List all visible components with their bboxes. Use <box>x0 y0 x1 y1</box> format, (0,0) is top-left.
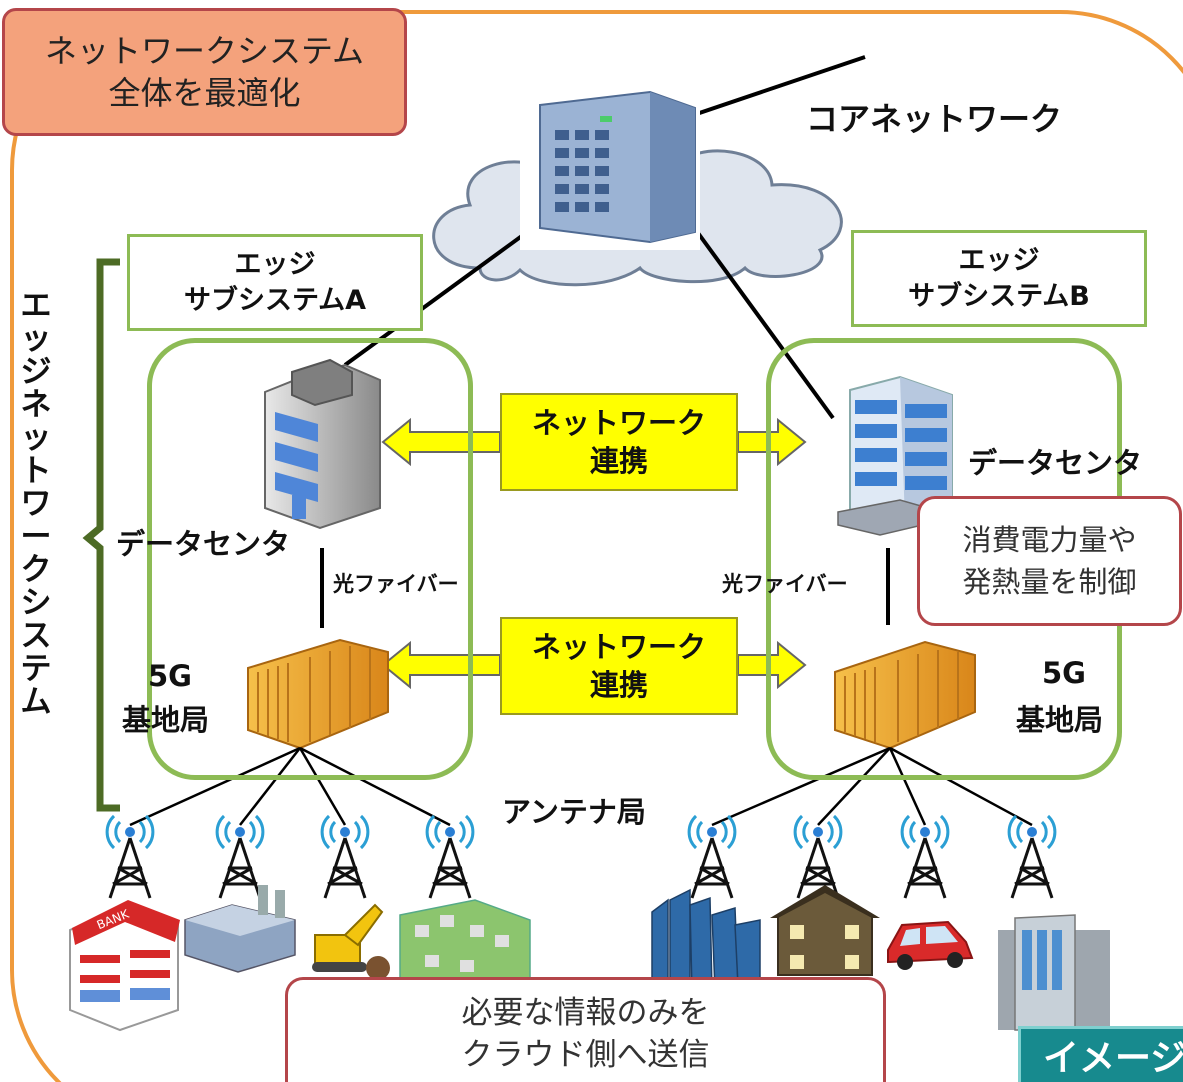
base-station-left-line1: 5G <box>148 659 192 693</box>
outer-frame <box>10 10 1183 1082</box>
datacenter-building-icon-right <box>837 375 953 536</box>
core-server-icon <box>520 90 700 250</box>
antenna-icon <box>687 814 737 899</box>
send-note-line1: 必要な情報のみを <box>461 995 710 1031</box>
power-note-line1: 消費電力量や <box>962 523 1137 557</box>
core-network-label: コアネットワーク <box>806 100 1063 138</box>
antenna-station-label: アンテナ局 <box>502 795 646 829</box>
antenna-icon <box>900 814 950 899</box>
optimization-note-line2: 全体を最適化 <box>108 74 301 112</box>
optimization-note: ネットワークシステム 全体を最適化 <box>2 8 407 136</box>
datacenter-label-left: データセンタ <box>116 527 291 561</box>
bank-icon: BANK <box>69 900 180 1032</box>
house-icon <box>770 885 880 976</box>
send-note-line2: クラウド側へ送信 <box>461 1037 710 1073</box>
antenna-icon <box>320 814 370 899</box>
edge-subsystem-a-box: エッジ サブシステムA <box>127 234 423 331</box>
edge-bracket <box>82 258 120 812</box>
container-icon-right <box>834 640 976 750</box>
antenna-icon <box>105 814 155 899</box>
power-control-note: 消費電力量や 発熱量を制御 <box>917 496 1182 626</box>
datacenter-building-icon-left <box>264 358 381 530</box>
edge-subsystem-a-line2: サブシステムA <box>183 284 367 316</box>
network-link-box-top: ネットワーク 連携 <box>500 393 738 491</box>
edge-subsystem-b-line1: エッジ <box>958 244 1040 276</box>
network-link-bottom-line1: ネットワーク <box>531 630 706 664</box>
fiber-label-left: 光ファイバー <box>333 572 459 596</box>
edge-network-system-label: エッジネットワークシステム <box>20 288 52 720</box>
edge-subsystem-a-line1: エッジ <box>234 248 316 280</box>
power-note-line2: 発熱量を制御 <box>962 565 1137 599</box>
network-link-top-line1: ネットワーク <box>531 406 706 440</box>
antenna-icon <box>1007 814 1057 899</box>
factory-icon <box>184 885 296 973</box>
edge-subsystem-a-area <box>147 338 473 780</box>
edge-subsystem-b-line2: サブシステムB <box>908 280 1090 312</box>
datacenter-label-right: データセンタ <box>968 446 1143 480</box>
base-station-left-line2: 基地局 <box>122 703 210 737</box>
fiber-label-right: 光ファイバー <box>722 572 848 596</box>
excavator-icon <box>312 903 390 980</box>
send-to-cloud-note: 必要な情報のみを クラウド側へ送信 <box>285 977 886 1082</box>
skyscrapers-icon <box>651 888 761 993</box>
container-icon-left <box>247 638 389 750</box>
base-station-right-line2: 基地局 <box>1016 703 1104 737</box>
optimization-note-line1: ネットワークシステム <box>44 32 365 70</box>
antenna-icon <box>793 814 843 899</box>
edge-subsystem-b-box: エッジ サブシステムB <box>851 230 1147 327</box>
base-station-label-left: 5G <box>148 656 192 696</box>
base-station-right-line1: 5G <box>1042 656 1086 690</box>
network-link-box-bottom: ネットワーク 連携 <box>500 617 738 715</box>
office-building-icon <box>998 914 1110 1031</box>
antenna-icons <box>105 814 1057 899</box>
car-icon <box>887 920 974 970</box>
image-tag: イメージ <box>1018 1026 1183 1082</box>
antenna-icon <box>425 814 475 899</box>
network-link-bottom-line2: 連携 <box>589 668 648 702</box>
antenna-icon <box>215 814 265 899</box>
network-link-top-line2: 連携 <box>589 444 648 478</box>
